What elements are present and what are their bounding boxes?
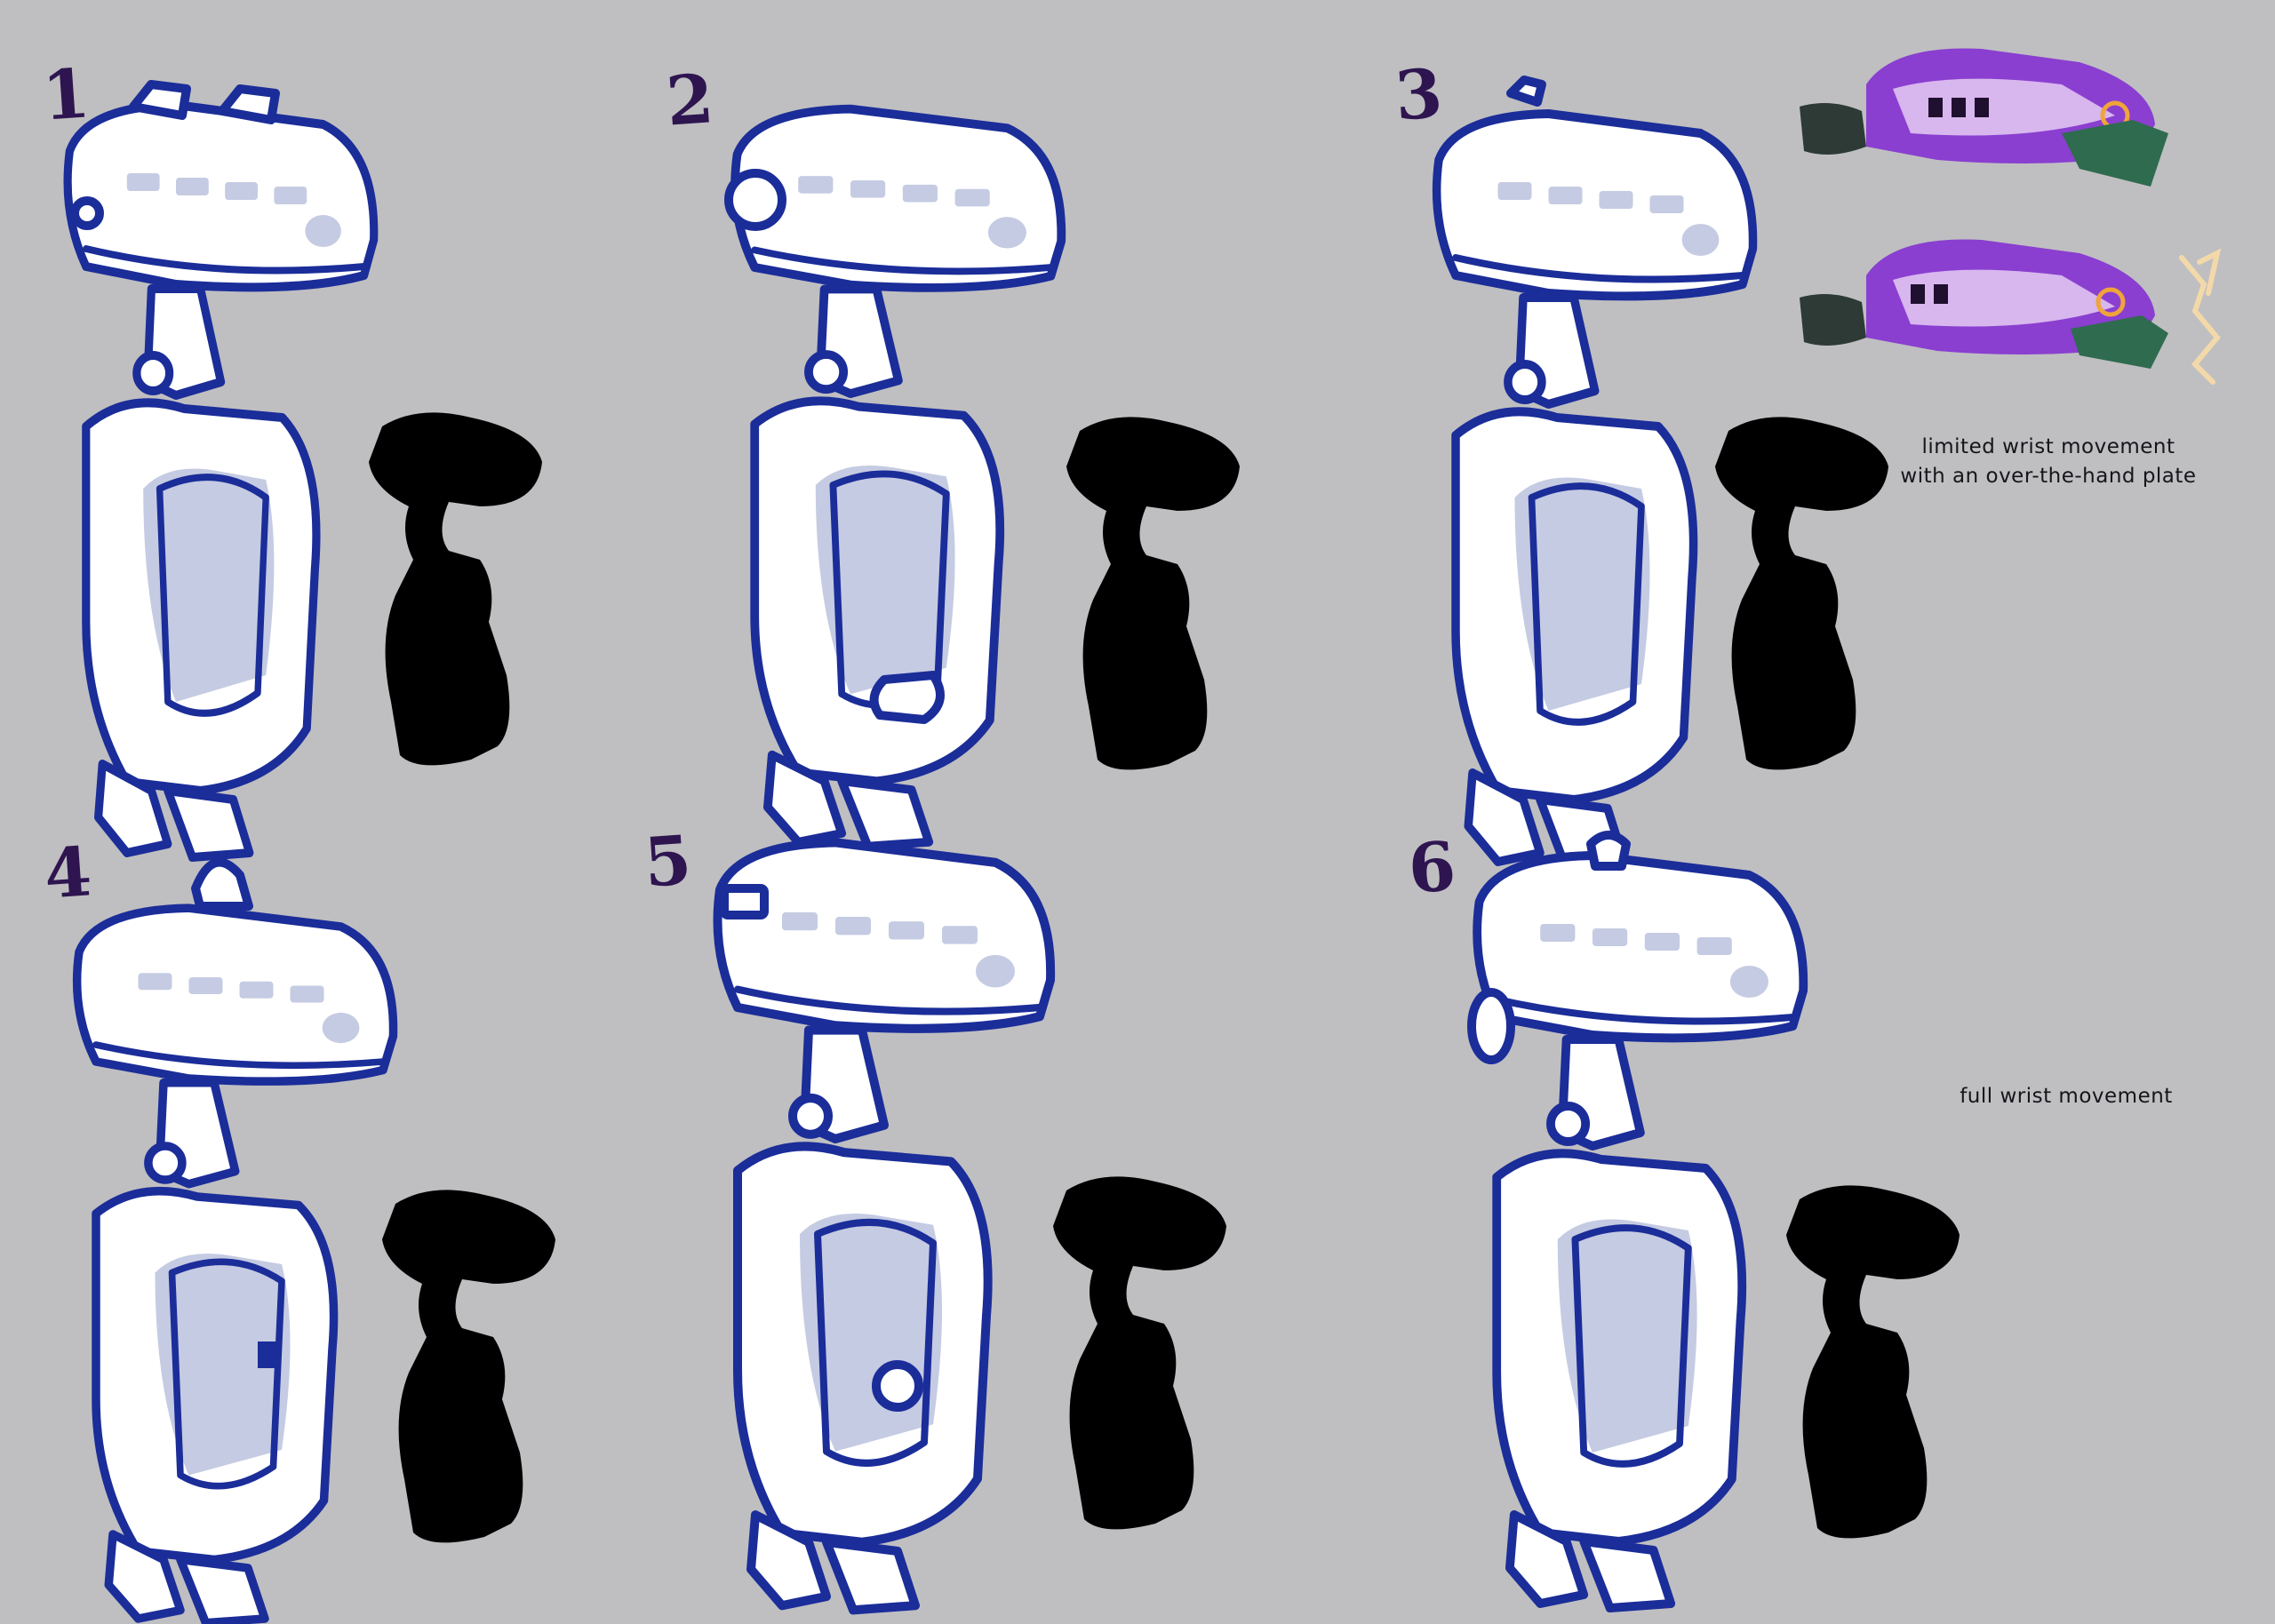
silhouette-5: [1053, 1176, 1226, 1530]
arm-sketch-1: [68, 80, 374, 857]
sketch-number-4: 4: [41, 832, 94, 914]
arm-sketch-2: [724, 109, 1061, 847]
arm-sketch-6: [1467, 831, 1803, 1608]
silhouette-2: [1066, 417, 1240, 770]
sketch-number-5: 5: [641, 820, 694, 903]
color-arm-variant-1: [1800, 48, 2168, 187]
arm-sketch-3: [1437, 76, 1753, 866]
note-limited-wrist: limited wrist movement with an over-the-…: [1875, 433, 2222, 491]
note-full-wrist: full wrist movement: [1960, 1085, 2173, 1108]
sketch-number-3: 3: [1392, 53, 1445, 136]
color-arm-variant-2: [1800, 239, 2168, 369]
arm-sketch-5: [718, 842, 1051, 1610]
note-limited-line-2: with an over-the-hand plate: [1900, 465, 2197, 488]
sketch-number-6: 6: [1405, 826, 1458, 909]
arm-sketch-4: [77, 857, 394, 1623]
note-limited-line-1: limited wrist movement: [1921, 435, 2175, 458]
silhouette-4: [382, 1190, 555, 1543]
silhouette-1: [369, 412, 542, 766]
sketch-number-2: 2: [663, 59, 716, 141]
motion-lines-icon: [2179, 248, 2222, 385]
silhouette-3: [1715, 417, 1888, 770]
sketch-number-1: 1: [39, 53, 92, 136]
silhouette-6: [1786, 1185, 1960, 1539]
